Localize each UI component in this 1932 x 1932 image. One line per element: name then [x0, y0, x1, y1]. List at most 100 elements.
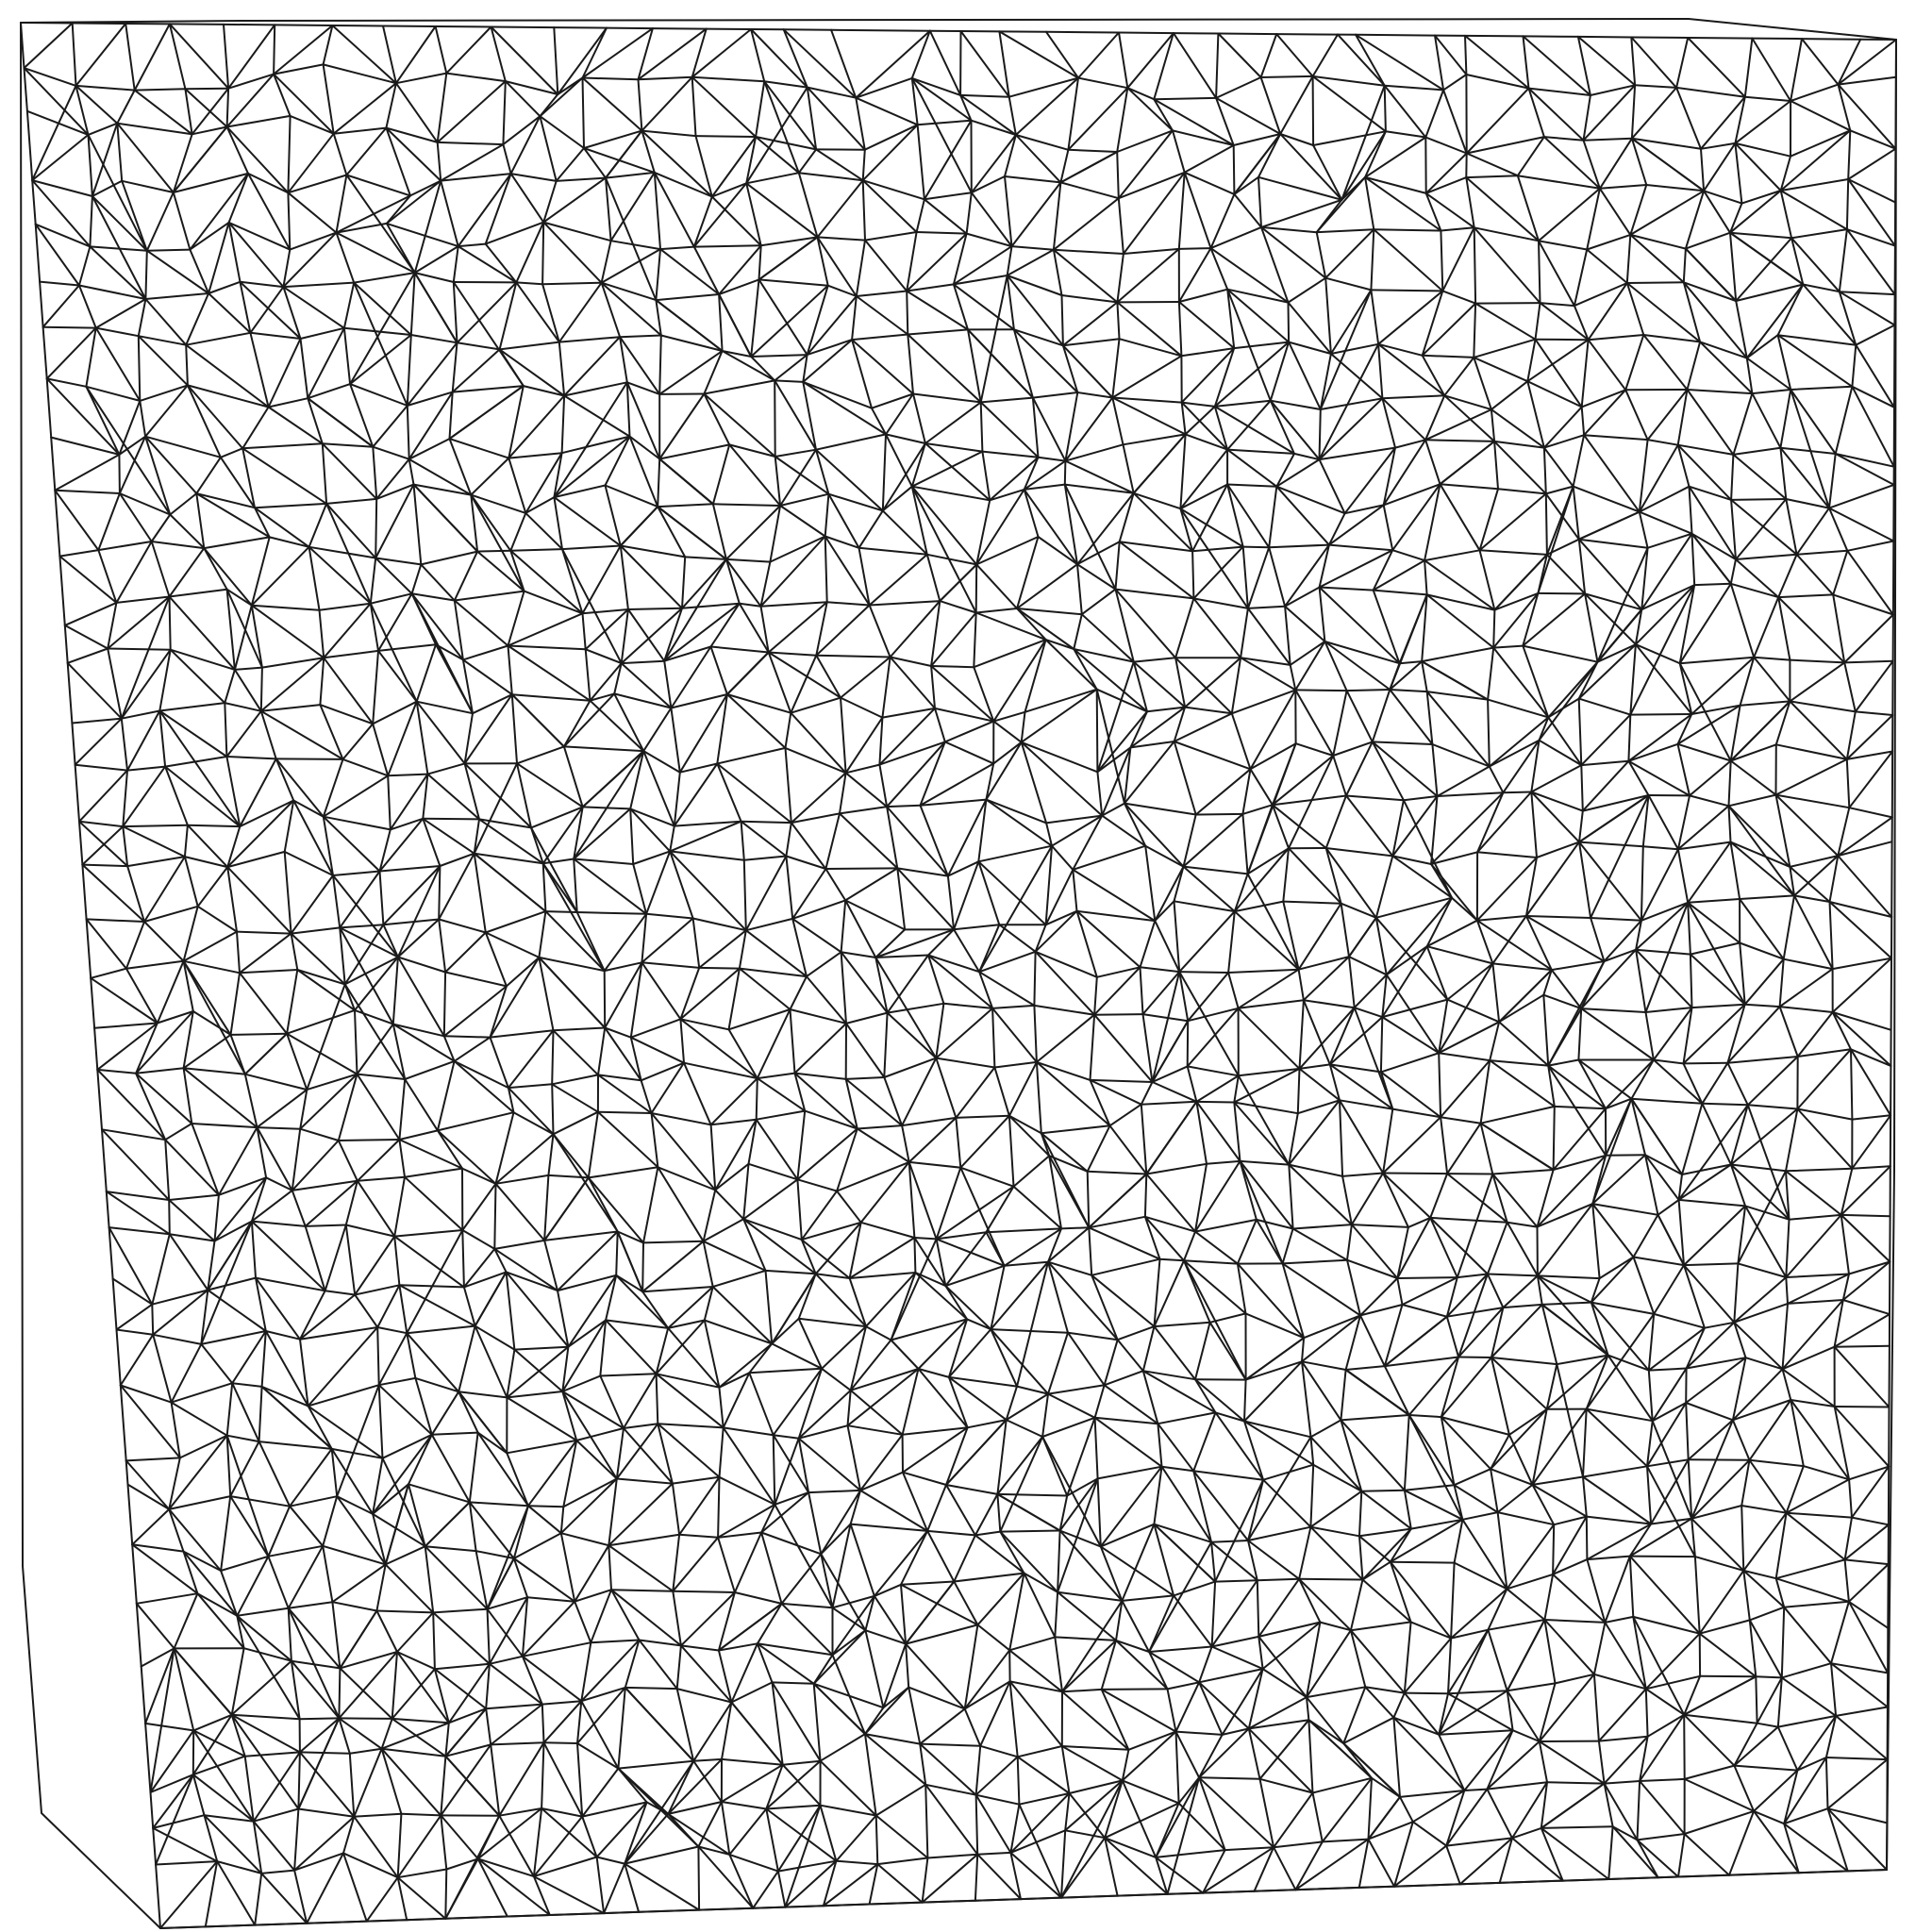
mesh-edge: [152, 1289, 209, 1336]
mesh-edge: [1636, 1780, 1641, 1841]
mesh-edge: [250, 1176, 268, 1223]
mesh-edge: [975, 499, 991, 566]
mesh-edge: [1675, 86, 1702, 150]
mesh-edge: [1115, 1639, 1169, 1690]
mesh-edge: [1496, 1511, 1556, 1526]
mesh-edge: [1445, 1273, 1489, 1318]
mesh-edge: [1729, 700, 1791, 762]
mesh-edge: [448, 391, 454, 441]
mesh-edge: [617, 1767, 700, 1848]
mesh-edge: [307, 1405, 384, 1459]
mesh-edge: [1121, 1779, 1158, 1858]
mesh-edge: [1345, 689, 1391, 692]
mesh-edge: [1048, 1155, 1089, 1173]
mesh-edge: [709, 1077, 758, 1126]
mesh-edge: [442, 1035, 456, 1062]
mesh-edge: [855, 29, 931, 99]
mesh-edge: [575, 1439, 618, 1480]
mesh-edge: [1259, 75, 1314, 78]
mesh-edge: [1341, 130, 1387, 201]
mesh-edge: [1493, 440, 1545, 449]
mesh-edge: [808, 1491, 823, 1556]
mesh-edge: [886, 806, 899, 870]
mesh-edge: [1269, 399, 1295, 455]
mesh-edge: [1845, 178, 1850, 231]
mesh-edge: [1309, 1436, 1363, 1492]
mesh-edge: [1731, 1357, 1747, 1422]
mesh-edge: [1837, 75, 1897, 86]
mesh-edge: [250, 545, 310, 607]
mesh-edge: [905, 1580, 956, 1645]
mesh-edge: [107, 647, 172, 651]
mesh-edge: [1353, 1007, 1394, 1110]
mesh-edge: [375, 483, 415, 559]
mesh-edge: [1438, 998, 1449, 1055]
mesh-edge: [1552, 1105, 1556, 1171]
mesh-edge: [576, 1742, 584, 1818]
mesh-edge: [66, 661, 74, 724]
mesh-edge: [1745, 334, 1779, 359]
mesh-edge: [840, 696, 884, 719]
mesh-edge: [1778, 1006, 1834, 1013]
mesh-edge: [603, 1862, 626, 1915]
mesh-edge: [952, 245, 1013, 286]
mesh-edge: [182, 1067, 246, 1075]
mesh-edge: [54, 453, 121, 491]
mesh-edge: [156, 1010, 194, 1024]
mesh-edge: [1604, 1615, 1635, 1624]
mesh-edge: [1630, 84, 1637, 140]
mesh-edge: [874, 928, 907, 958]
mesh-edge: [1035, 1060, 1111, 1127]
mesh-edge: [1537, 591, 1587, 595]
mesh-edge: [604, 1026, 642, 1082]
mesh-edge: [587, 1166, 659, 1179]
mesh-edge: [530, 806, 584, 829]
mesh-edge: [1160, 1465, 1213, 1543]
mesh-edge: [806, 339, 854, 357]
mesh-edge: [672, 1536, 720, 1592]
mesh-edge: [642, 1166, 659, 1244]
mesh-edge: [1542, 446, 1574, 488]
mesh-edge: [169, 648, 236, 671]
mesh-edge: [90, 976, 96, 1029]
mesh-edge: [645, 850, 672, 915]
mesh-edge: [1493, 553, 1548, 611]
mesh-edge: [1067, 87, 1129, 151]
mesh-edge: [844, 772, 889, 808]
mesh-edge: [1743, 1003, 1781, 1008]
mesh-edge: [1309, 1463, 1315, 1528]
mesh-edge: [173, 1592, 199, 1650]
mesh-edge: [1104, 1837, 1169, 1895]
mesh-edge: [996, 1436, 1044, 1495]
mesh-edge: [557, 1290, 570, 1348]
mesh-edge: [336, 1495, 375, 1515]
mesh-edge: [149, 1647, 175, 1793]
mesh-edge: [1177, 247, 1212, 250]
mesh-edge: [629, 961, 643, 1039]
mesh-edge: [307, 397, 375, 448]
mesh-edge: [1392, 1716, 1401, 1798]
mesh-edge: [1779, 446, 1788, 500]
mesh-edge: [442, 971, 447, 1038]
mesh-edge: [398, 1129, 439, 1141]
mesh-edge: [821, 1325, 867, 1370]
mesh-edge: [1787, 1299, 1844, 1305]
mesh-edge: [54, 489, 61, 558]
mesh-edge: [1473, 356, 1529, 383]
mesh-edge: [1636, 1839, 1679, 1878]
mesh-edge: [1240, 657, 1291, 666]
mesh-edge: [1779, 446, 1837, 455]
mesh-edge: [910, 485, 991, 502]
mesh-edge: [1268, 543, 1330, 549]
mesh-edge: [1321, 1838, 1370, 1843]
mesh-edge: [1194, 768, 1252, 816]
mesh-edge: [1641, 532, 1693, 611]
mesh-edge: [1729, 582, 1756, 658]
mesh-edge: [561, 548, 623, 665]
mesh-edge: [1383, 1304, 1404, 1368]
mesh-edge: [408, 458, 473, 496]
mesh-edge: [1020, 741, 1099, 774]
mesh-edge: [1630, 137, 1706, 192]
mesh-edge: [1446, 1122, 1482, 1175]
mesh-edge: [31, 179, 37, 225]
